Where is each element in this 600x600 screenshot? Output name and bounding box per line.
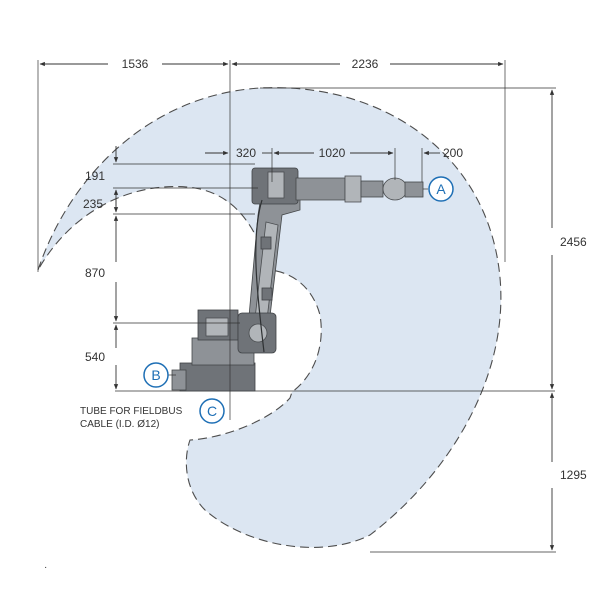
label-right-reach: 2236 bbox=[352, 57, 379, 71]
label-870: 870 bbox=[85, 266, 105, 280]
callout-a-label: A bbox=[436, 181, 446, 197]
workspace-envelope bbox=[37, 87, 502, 548]
tube-note-line1: TUBE FOR FIELDBUS bbox=[80, 406, 183, 417]
label-540: 540 bbox=[85, 350, 105, 364]
label-191: 191 bbox=[85, 169, 105, 183]
dimension-2456: 2456 bbox=[260, 87, 587, 390]
footer-mark: · bbox=[44, 562, 47, 573]
dimension-1295: 1295 bbox=[370, 392, 587, 553]
dimension-320: 320 bbox=[205, 146, 273, 182]
label-1295: 1295 bbox=[560, 468, 587, 482]
robot-illustration bbox=[171, 167, 424, 392]
label-2456: 2456 bbox=[560, 235, 587, 249]
label-235: 235 bbox=[83, 197, 103, 211]
dimension-200: 200 bbox=[421, 146, 463, 182]
dimension-235: 235 bbox=[83, 197, 255, 215]
callout-a: A bbox=[423, 176, 454, 202]
dimension-1020: 1020 bbox=[273, 146, 396, 180]
label-left-reach: 1536 bbox=[122, 57, 149, 71]
label-320: 320 bbox=[236, 146, 256, 160]
dimension-540: 540 bbox=[85, 324, 119, 390]
callout-c-label: C bbox=[207, 403, 217, 419]
callout-b: B bbox=[143, 362, 176, 388]
dimension-870: 870 bbox=[85, 215, 240, 324]
callout-c: C bbox=[199, 398, 225, 424]
dimension-left-reach: 1536 bbox=[37, 57, 231, 340]
dimension-right-reach: 2236 bbox=[231, 57, 506, 262]
tube-note-line2: CABLE (I.D. Ø12) bbox=[80, 419, 159, 430]
callout-b-label: B bbox=[151, 367, 160, 383]
label-1020: 1020 bbox=[319, 146, 346, 160]
label-200: 200 bbox=[443, 146, 463, 160]
